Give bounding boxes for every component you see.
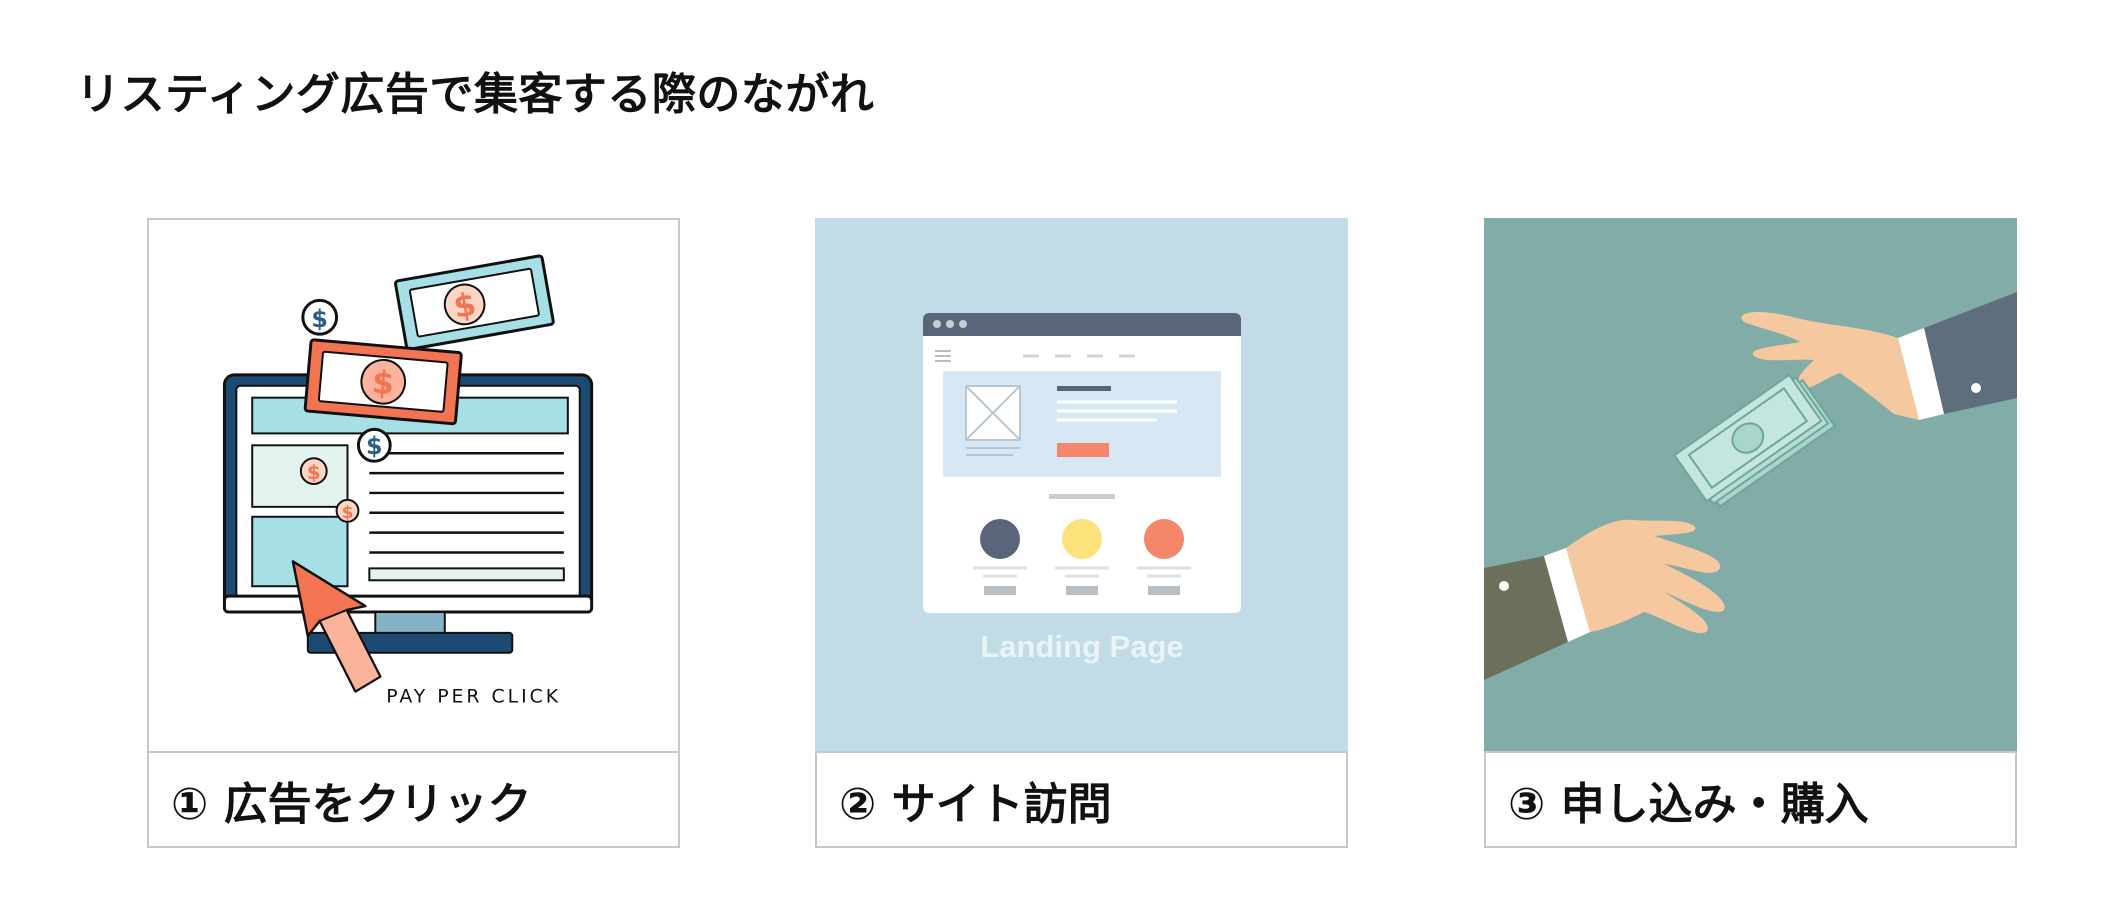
cash-stack-icon <box>1673 373 1837 508</box>
step-card-site-visit: Landing Page ② サイト訪問 <box>815 218 1348 848</box>
cursor-arrow-icon <box>291 560 382 693</box>
monitor-icon: $ $ $ <box>222 373 594 654</box>
page-title: リスティング広告で集客する際のながれ <box>76 69 875 120</box>
banknote-icon: $ <box>394 254 555 351</box>
receiving-hand-icon <box>1484 519 1725 680</box>
step-3-label: ③ 申し込み・購入 <box>1484 751 2017 848</box>
landing-page-illustration: Landing Page <box>815 218 1348 751</box>
money-exchange-illustration <box>1484 218 2017 751</box>
svg-text:$: $ <box>370 365 395 403</box>
svg-text:$: $ <box>307 461 321 484</box>
pay-per-click-illustration: $ $ <box>147 218 680 751</box>
pay-per-click-caption: PAY PER CLICK <box>386 686 561 707</box>
step-card-ad-click: $ $ <box>147 218 680 848</box>
step-2-label: ② サイト訪問 <box>815 751 1348 848</box>
svg-text:$: $ <box>366 432 383 460</box>
step-1-label: ① 広告をクリック <box>147 751 680 848</box>
step-card-purchase: ③ 申し込み・購入 <box>1484 218 2017 848</box>
browser-window-icon <box>923 313 1241 613</box>
banknote-icon: $ <box>303 338 463 426</box>
giving-hand-icon <box>1741 292 2017 420</box>
svg-text:$: $ <box>311 305 328 333</box>
svg-text:$: $ <box>342 502 354 522</box>
dollar-coin-icon: $ <box>301 298 339 336</box>
landing-page-caption: Landing Page <box>980 629 1183 664</box>
